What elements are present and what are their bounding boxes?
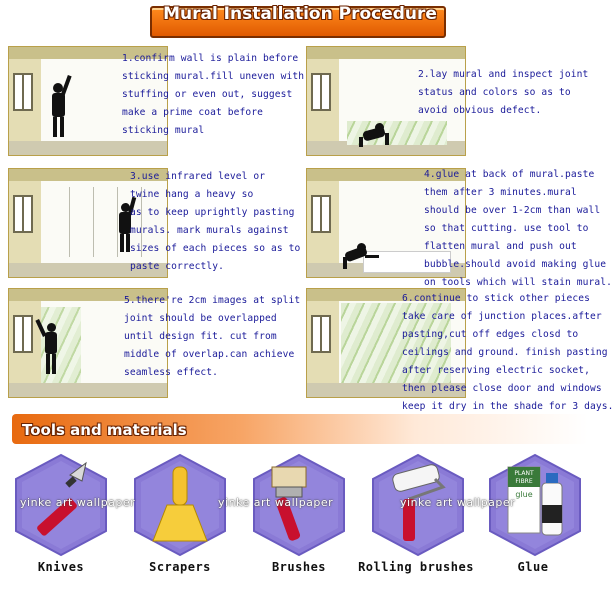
title-banner	[150, 6, 446, 38]
tool-glue: PLANT FIBRE glue	[486, 453, 584, 557]
step-1-text: 1.confirm wall is plain before sticking …	[122, 53, 305, 136]
page-title: Mural Installation Procedure	[163, 4, 437, 24]
window-icon	[13, 195, 33, 233]
glue-package-icon: PLANT FIBRE glue	[507, 466, 541, 534]
tool-brushes	[250, 453, 348, 557]
window-icon	[311, 315, 331, 353]
paint-roller-icon	[392, 464, 446, 541]
tool-label-glue: Glue	[517, 560, 549, 574]
window-icon	[311, 73, 331, 111]
tools-title: Tools and materials	[22, 421, 187, 439]
window-icon	[311, 195, 331, 233]
step-4-text: 4.glue at back of mural.paste them after…	[424, 169, 613, 288]
glue-package-text-1: PLANT	[514, 470, 534, 477]
tools-banner	[12, 414, 588, 444]
scraper-icon	[152, 466, 208, 542]
tool-knives	[12, 453, 110, 557]
glue-package-text-3: glue	[515, 490, 532, 499]
brush-icon	[271, 466, 307, 541]
step-1-illustration	[8, 46, 168, 156]
step-5-text: 5.there're 2cm images at split joint sho…	[124, 295, 301, 378]
window-icon	[13, 315, 33, 353]
glue-bottle-icon	[541, 473, 563, 536]
step-6-illustration	[306, 288, 466, 398]
step-3-text: 3.use infrared level or twine hang a hea…	[130, 171, 301, 272]
tool-label-scrapers: Scrapers	[149, 560, 211, 574]
watermark-text: yinke art wallpaper	[218, 496, 334, 509]
tool-label-brushes: Brushes	[271, 560, 327, 574]
tool-scrapers	[131, 453, 229, 557]
window-icon	[13, 73, 33, 111]
tool-label-rolling-brushes: Rolling brushes	[358, 560, 474, 574]
step-6-text: 6.continue to stick other pieces take ca…	[402, 293, 614, 412]
tool-rolling-brushes	[369, 453, 467, 557]
step-4-illustration	[306, 168, 466, 278]
watermark-text: yinke art wallpaper	[20, 496, 136, 509]
step-2-text: 2.lay mural and inspect joint status and…	[418, 69, 589, 116]
tool-label-knives: Knives	[37, 560, 85, 574]
watermark-text: yinke art wallpaper	[400, 496, 516, 509]
step-5-illustration	[8, 288, 168, 398]
step-3-illustration	[8, 168, 168, 278]
glue-package-text-2: FIBRE	[515, 478, 533, 485]
watermark-row: yinke art wallpaper yinke art wallpaper …	[0, 496, 600, 510]
step-2-illustration	[306, 46, 466, 156]
knife-icon	[37, 461, 87, 536]
